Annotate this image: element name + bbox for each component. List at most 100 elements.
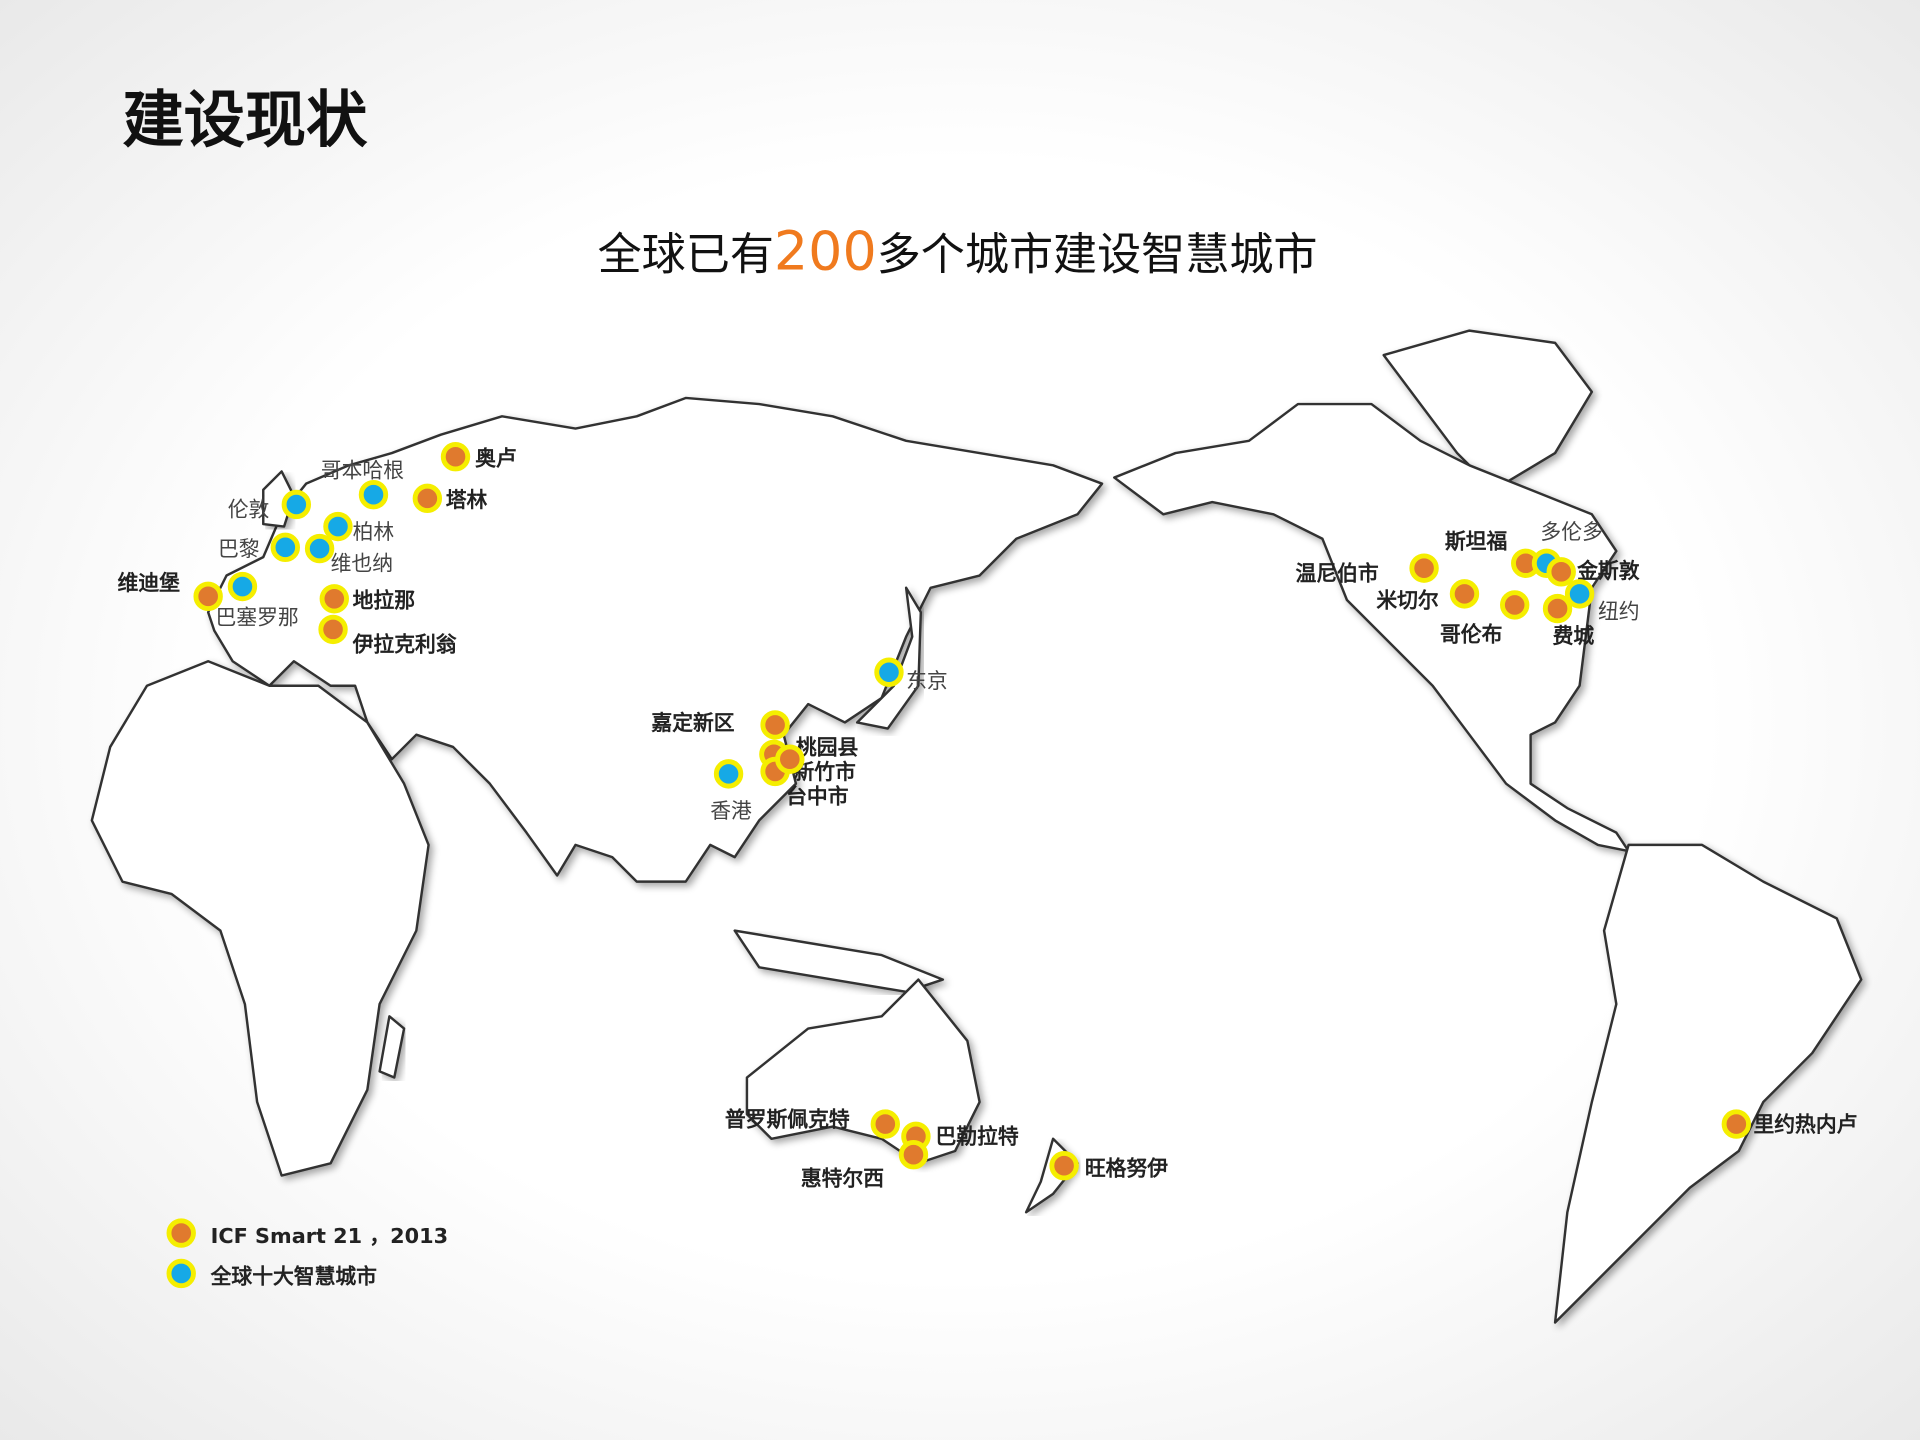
orange-city-dot <box>760 710 790 740</box>
legend-blue-dot <box>166 1258 196 1289</box>
city-marker: 维迪堡 <box>118 571 223 612</box>
city-label: 伦敦 <box>228 498 270 522</box>
city-marker: 东京 <box>874 657 948 693</box>
city-marker: 金斯敦 <box>1546 557 1640 587</box>
city-marker: 嘉定新区 <box>650 710 790 740</box>
orange-city-dot <box>1500 590 1530 620</box>
legend-item-top10: 全球十大智慧城市 <box>166 1258 378 1289</box>
orange-city-dot <box>440 442 471 472</box>
city-label: 巴塞罗那 <box>216 605 299 629</box>
headline: 全球已有200多个城市建设智慧城市 <box>598 219 1318 282</box>
city-marker: 香港 <box>710 759 752 823</box>
orange-city-dot <box>1449 579 1480 609</box>
blue-city-dot <box>270 532 300 563</box>
city-label: 巴勒拉特 <box>936 1125 1019 1149</box>
city-label: 金斯敦 <box>1576 559 1640 583</box>
city-label: 哥伦布 <box>1440 623 1502 647</box>
city-label: 嘉定新区 <box>650 711 734 735</box>
africa-outline <box>90 660 430 1177</box>
city-marker: 哥伦布 <box>1440 590 1530 647</box>
city-label: 伊拉克利翁 <box>352 632 457 656</box>
city-label: 哥本哈根 <box>321 459 404 483</box>
orange-city-dot <box>1049 1151 1079 1181</box>
orange-city-dot <box>193 581 223 612</box>
city-marker: 哥本哈根 <box>321 459 404 510</box>
madagascar-outline <box>378 1015 406 1079</box>
city-label: 多伦多 <box>1540 520 1602 544</box>
blue-city-dot <box>323 511 353 542</box>
city-label: 普罗斯佩克特 <box>725 1108 850 1132</box>
blue-city-dot <box>713 759 744 789</box>
orange-city-dot <box>898 1140 929 1170</box>
city-marker: 纽约 <box>1564 579 1640 623</box>
legend-label: ICF Smart 21 ，2013 <box>211 1224 448 1248</box>
city-marker: 台中市 <box>775 744 849 808</box>
city-label: 斯坦福 <box>1445 530 1507 554</box>
city-marker: 普罗斯佩克特 <box>725 1108 900 1139</box>
orange-city-dot <box>1542 593 1573 624</box>
city-label: 巴黎 <box>218 537 260 561</box>
legend: ICF Smart 21 ，2013 全球十大智慧城市 <box>166 1218 448 1289</box>
orange-city-dot <box>775 744 805 774</box>
city-marker: 维也纳 <box>304 533 393 576</box>
city-label: 维迪堡 <box>118 571 181 595</box>
headline-suffix: 多个城市建设智慧城市 <box>877 229 1318 280</box>
city-label: 纽约 <box>1598 599 1640 623</box>
city-label: 旺格努伊 <box>1085 1157 1168 1181</box>
city-marker: 温尼伯市 <box>1296 553 1439 585</box>
city-marker: 惠特尔西 <box>801 1140 929 1190</box>
city-marker: 奥卢 <box>440 442 517 472</box>
blue-city-dot <box>874 657 904 687</box>
city-label: 桃园县 <box>796 735 859 759</box>
blue-city-dot <box>281 489 312 520</box>
city-marker: 塔林 <box>412 483 488 514</box>
city-label: 费城 <box>1553 624 1595 648</box>
city-label: 东京 <box>906 669 948 693</box>
orange-city-dot <box>412 483 443 514</box>
city-label: 台中市 <box>786 784 849 808</box>
city-marker: 伊拉克利翁 <box>318 614 457 656</box>
city-marker: 米切尔 <box>1376 579 1480 612</box>
orange-city-dot <box>1546 557 1576 587</box>
australia-outline <box>745 978 981 1165</box>
city-label: 温尼伯市 <box>1296 561 1379 585</box>
city-label: 维也纳 <box>331 552 393 576</box>
orange-city-dot <box>319 584 349 614</box>
south-america-outline <box>1553 843 1863 1324</box>
city-label: 柏林 <box>353 520 395 544</box>
north-america-outline <box>1113 402 1630 853</box>
blue-city-dot <box>358 480 389 510</box>
city-label: 新竹市 <box>793 760 856 784</box>
orange-city-dot <box>318 614 348 645</box>
orange-city-dot <box>870 1109 900 1139</box>
city-label: 香港 <box>710 799 752 823</box>
city-label: 里约热内卢 <box>1753 1112 1857 1136</box>
city-marker: 里约热内卢 <box>1721 1109 1857 1139</box>
legend-item-icf: ICF Smart 21 ，2013 <box>166 1218 448 1248</box>
city-marker: 柏林 <box>323 511 395 544</box>
indonesia-outline <box>733 929 945 994</box>
city-label: 地拉那 <box>353 588 416 612</box>
orange-city-dot <box>1409 553 1439 583</box>
blue-city-dot <box>304 533 335 564</box>
city-marker: 地拉那 <box>319 584 416 614</box>
legend-label: 全球十大智慧城市 <box>210 1264 378 1288</box>
city-marker: 斯坦福 <box>1445 530 1541 578</box>
city-label: 米切尔 <box>1376 588 1439 612</box>
city-marker: 费城 <box>1542 593 1595 648</box>
world-map <box>90 329 1863 1324</box>
blue-city-dot <box>1564 579 1595 609</box>
city-label: 惠特尔西 <box>801 1166 884 1190</box>
city-marker: 旺格努伊 <box>1049 1151 1168 1181</box>
headline-number: 200 <box>774 219 877 282</box>
city-marker: 巴塞罗那 <box>216 571 299 629</box>
orange-city-dot <box>1721 1109 1752 1139</box>
greenland-outline <box>1382 329 1594 492</box>
city-label: 奥卢 <box>475 446 517 470</box>
page-title: 建设现状 <box>122 85 368 156</box>
city-marker: 伦敦 <box>228 489 312 522</box>
city-label: 塔林 <box>446 488 488 512</box>
blue-city-dot <box>227 571 258 602</box>
